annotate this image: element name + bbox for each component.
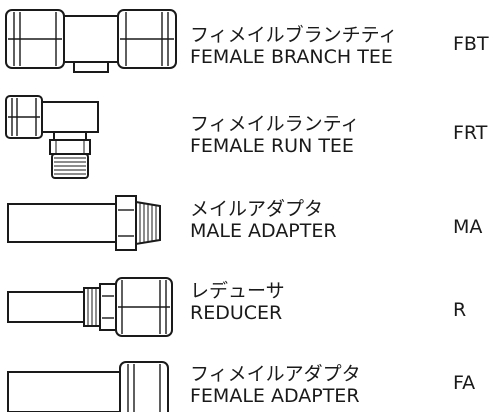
reducer-drawing [7, 277, 173, 337]
fitting-row-ma: メイルアダプタ MALE ADAPTER MA [0, 190, 496, 260]
fitting-name-japanese: メイルアダプタ [190, 198, 324, 220]
fitting-code: FRT [453, 122, 488, 144]
fitting-name-english: REDUCER [190, 302, 283, 324]
fitting-row-r: レデューサ REDUCER R [0, 272, 496, 342]
fitting-name-english: FEMALE BRANCH TEE [190, 46, 393, 68]
fitting-name-japanese: フィメイルブランチティ [190, 24, 398, 46]
fitting-row-frt: フィメイルランティ FEMALE RUN TEE FRT [0, 92, 496, 182]
female-branch-tee-drawing [5, 9, 177, 73]
female-run-tee-drawing [5, 95, 99, 179]
fitting-code: FBT [453, 33, 489, 55]
fitting-name-japanese: フィメイルランティ [190, 113, 360, 135]
fitting-code: MA [453, 216, 483, 238]
male-adapter-drawing [7, 195, 161, 251]
fitting-code: FA [453, 372, 476, 394]
fitting-row-fa: フィメイルアダプタ FEMALE ADAPTER FA [0, 352, 496, 412]
fitting-name-english: FEMALE RUN TEE [190, 135, 354, 157]
female-adapter-drawing [7, 361, 169, 412]
fitting-name-japanese: フィメイルアダプタ [190, 363, 361, 385]
fitting-code: R [453, 299, 467, 321]
fitting-name-english: MALE ADAPTER [190, 220, 337, 242]
fitting-row-fbt: フィメイルブランチティ FEMALE BRANCH TEE FBT [0, 0, 496, 82]
fitting-name-english: FEMALE ADAPTER [190, 385, 360, 407]
fitting-name-japanese: レデューサ [190, 280, 285, 302]
